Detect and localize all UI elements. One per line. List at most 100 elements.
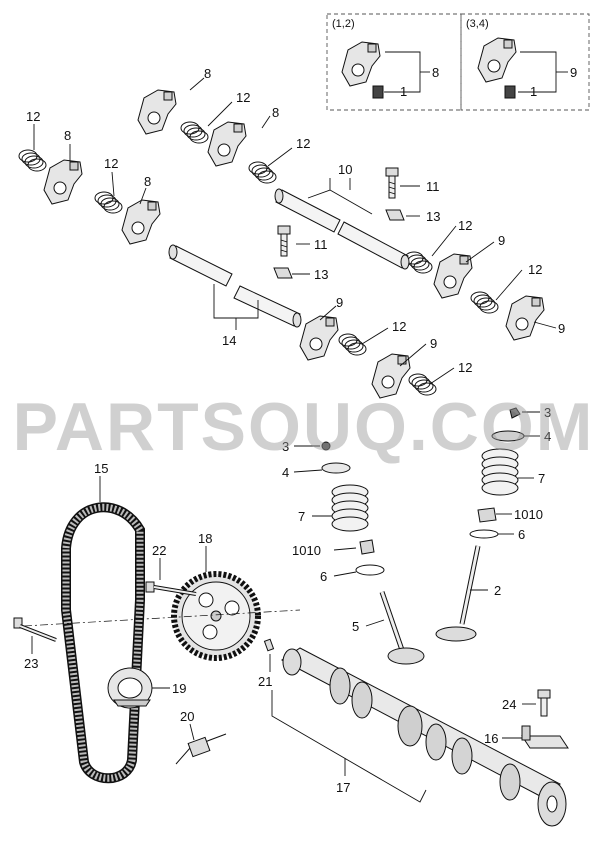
- valve-5: [379, 591, 425, 665]
- callout-8-inset: 8: [432, 65, 439, 80]
- tensioner-spring-20: [175, 733, 227, 765]
- bracket-16: [521, 725, 569, 749]
- rocker-arm-inset-2: [477, 37, 517, 83]
- spring-12-b: [180, 121, 209, 144]
- callout-11-a: 11: [426, 179, 440, 194]
- valve-keeper-3-right: [509, 407, 521, 419]
- callout-3-left: 3: [282, 439, 289, 454]
- callout-12-a: 12: [26, 109, 40, 124]
- clip-13-a: [385, 209, 405, 221]
- camshaft-17: [281, 647, 567, 827]
- inset-heading-1-2: (1,2): [332, 18, 355, 30]
- callout-12-b: 12: [236, 90, 250, 105]
- tensioner-pulley-19: [107, 667, 153, 709]
- inset-box-3-4: (3,4) 9 1: [460, 13, 590, 111]
- callout-10: 10: [338, 162, 352, 177]
- callout-9-a: 9: [498, 233, 505, 248]
- valve-spring-7-left: [331, 484, 369, 532]
- spring-12-d: [248, 161, 277, 184]
- callout-12-e: 12: [458, 218, 472, 233]
- callout-12-c: 12: [104, 156, 118, 171]
- callout-24: 24: [502, 697, 516, 712]
- rocker-shaft-14-a: [168, 244, 233, 287]
- valve-train: 3 4 7 1010 6 2 3 4 7 1010 6 5: [282, 405, 551, 665]
- rocker-arm-9-c: [299, 315, 339, 361]
- tensioner-bolt-23: [13, 617, 57, 642]
- rocker-arm-8-b: [43, 159, 83, 205]
- dowel-pin-21: [263, 638, 275, 652]
- bolt-11-b: [277, 225, 291, 257]
- bolt-24: [537, 689, 551, 717]
- inset-box-1-2: (1,2) 8 1: [326, 13, 462, 111]
- callout-22: 22: [152, 543, 166, 558]
- callout-4-left: 4: [282, 465, 289, 480]
- callout-13-a: 13: [426, 209, 440, 224]
- rocker-arm-inset-1: [341, 41, 381, 87]
- callout-2: 2: [494, 583, 501, 598]
- callout-19: 19: [172, 681, 186, 696]
- rocker-arm-9-a: [433, 253, 473, 299]
- rocker-assembly: 12 8 8 12 8 12 8 12 10 11 13 12 9 12 9 1…: [18, 66, 565, 399]
- spring-12-c: [94, 191, 123, 214]
- callout-7-left: 7: [298, 509, 305, 524]
- callout-12-h: 12: [458, 360, 472, 375]
- callout-7-right: 7: [538, 471, 545, 486]
- callout-8-a: 8: [64, 128, 71, 143]
- spring-12-f: [470, 291, 499, 314]
- callout-6-left: 6: [320, 569, 327, 584]
- rocker-arm-9-d: [371, 353, 411, 399]
- lash-adjuster-inset-1: [372, 85, 384, 99]
- rocker-shaft-10-b: [337, 221, 410, 270]
- spring-12-g: [338, 333, 367, 356]
- callout-9-c: 9: [336, 295, 343, 310]
- callout-3-right: 3: [544, 405, 551, 420]
- timing-belt-15: [61, 502, 145, 784]
- callout-1010-left: 1010: [292, 543, 321, 558]
- valve-keeper-3-left: [321, 441, 331, 451]
- camshaft-sprocket-18: [171, 571, 261, 661]
- callout-9-b: 9: [558, 321, 565, 336]
- bolt-11-a: [385, 167, 399, 199]
- callout-5: 5: [352, 619, 359, 634]
- timing-drive: 15 18 22 23 19: [13, 461, 301, 784]
- rocker-arm-8-d: [121, 199, 161, 245]
- spring-retainer-4-left: [321, 462, 351, 474]
- valve-spring-7-right: [481, 448, 519, 496]
- valve-2: [435, 545, 481, 642]
- callout-14: 14: [222, 333, 236, 348]
- callout-23: 23: [24, 656, 38, 671]
- callout-16: 16: [484, 731, 498, 746]
- callout-9-inset: 9: [570, 65, 577, 80]
- callout-1-inset-a: 1: [400, 84, 407, 99]
- callout-15: 15: [94, 461, 108, 476]
- callout-8-c: 8: [272, 105, 279, 120]
- spring-12-a: [18, 149, 47, 172]
- spring-12-h: [408, 373, 437, 396]
- rocker-arm-9-b: [505, 295, 545, 341]
- callout-13-b: 13: [314, 267, 328, 282]
- rocker-arm-8-c: [207, 121, 247, 167]
- spring-retainer-4-right: [491, 430, 525, 442]
- callout-8-b: 8: [204, 66, 211, 81]
- rocker-shaft-10-a: [274, 188, 341, 233]
- callout-20: 20: [180, 709, 194, 724]
- callout-12-d: 12: [296, 136, 310, 151]
- callout-21: 21: [258, 674, 272, 689]
- callout-1010-right: 1010: [514, 507, 543, 522]
- callout-11-b: 11: [314, 237, 328, 252]
- clip-13-b: [273, 267, 293, 279]
- inset-heading-3-4: (3,4): [466, 18, 489, 30]
- callout-17: 17: [336, 780, 350, 795]
- spring-seat-6-right: [469, 529, 499, 539]
- rocker-arm-8-a: [137, 89, 177, 135]
- callout-4-right: 4: [544, 429, 551, 444]
- callout-12-f: 12: [528, 262, 542, 277]
- callout-18: 18: [198, 531, 212, 546]
- sprocket-bolt-22: [145, 581, 197, 596]
- callout-12-g: 12: [392, 319, 406, 334]
- callout-6-right: 6: [518, 527, 525, 542]
- callout-1-inset-b: 1: [530, 84, 537, 99]
- callout-9-d: 9: [430, 336, 437, 351]
- spring-seat-6-left: [355, 564, 385, 576]
